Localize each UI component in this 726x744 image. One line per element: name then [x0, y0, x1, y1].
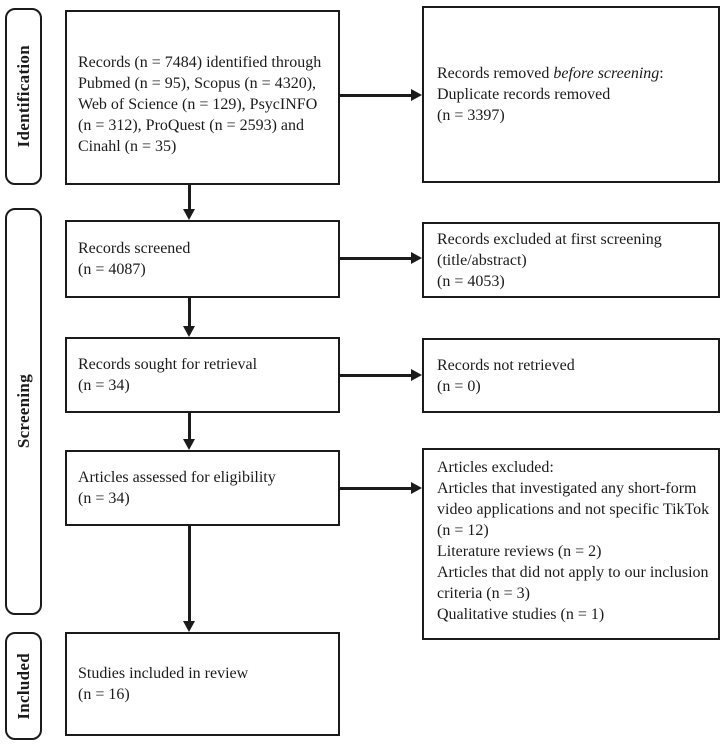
box-records-excluded-first-screening: Records excluded at first screening (tit… [422, 222, 720, 298]
articles-excluded-reason: Articles that did not apply to our inclu… [437, 564, 709, 602]
connector-sought-to-assessed-line [188, 413, 191, 440]
studies-included-count: (n = 16) [78, 686, 130, 703]
connector-screened-to-sought-line [188, 298, 191, 327]
articles-assessed-line1: Articles assessed for eligibility [78, 469, 276, 486]
studies-included-line1: Studies included in review [78, 665, 249, 682]
box-records-not-retrieved: Records not retrieved (n = 0) [422, 338, 720, 413]
records-excluded-line2: (title/abstract) [437, 251, 527, 269]
articles-excluded-reason: Literature reviews (n = 2) [437, 543, 602, 560]
connector-screened-to-sought-arrowhead-icon [183, 326, 195, 337]
records-not-retrieved-line1: Records not retrieved [437, 356, 575, 374]
connector-identified-to-screened-line [188, 185, 191, 210]
connector-sought-to-notretrieved-arrowhead-icon [411, 369, 422, 381]
stage-identification: Identification [5, 8, 42, 185]
articles-excluded-reason: Qualitative studies (n = 1) [437, 606, 605, 623]
articles-assessed-count: (n = 34) [78, 490, 130, 507]
connector-screened-to-excluded-line [340, 257, 412, 260]
box-records-removed-before-screening: Records removed before screening: Duplic… [422, 6, 720, 183]
box-records-screened: Records screened (n = 4087) [65, 220, 340, 298]
box-records-sought-retrieval: Records sought for retrieval (n = 34) [65, 337, 340, 413]
connector-identified-to-removed-line [340, 94, 412, 97]
records-screened-line1: Records screened [78, 240, 191, 257]
records-screened-count: (n = 4087) [78, 261, 146, 278]
records-removed-line1: Records removed before screening: [437, 63, 710, 84]
connector-sought-to-notretrieved-line [340, 374, 412, 377]
records-removed-line1-italic: before screening [553, 65, 660, 82]
records-excluded-count: (n = 4053) [437, 272, 505, 290]
records-removed-line2: Duplicate records removed [437, 86, 611, 103]
connector-assessed-to-included-line [188, 526, 191, 622]
records-sought-line1: Records sought for retrieval [78, 356, 258, 373]
connector-assessed-to-excludedarticles-line [340, 487, 412, 490]
records-not-retrieved-count: (n = 0) [437, 377, 481, 395]
records-removed-count: (n = 3397) [437, 107, 505, 124]
connector-screened-to-excluded-arrowhead-icon [411, 252, 422, 264]
records-removed-line1-suffix: : [659, 65, 664, 82]
box-articles-assessed-eligibility: Articles assessed for eligibility (n = 3… [65, 450, 340, 526]
records-sought-count: (n = 34) [78, 377, 130, 394]
records-removed-line1-prefix: Records removed [437, 65, 554, 82]
records-identified-text: Records (n = 7484) identified through Pu… [78, 54, 322, 155]
stage-identification-label: Identification [14, 45, 33, 148]
articles-excluded-title: Articles excluded: [437, 459, 554, 476]
connector-assessed-to-included-arrowhead-icon [183, 621, 195, 632]
connector-sought-to-assessed-arrowhead-icon [183, 439, 195, 450]
connector-assessed-to-excludedarticles-arrowhead-icon [411, 482, 422, 494]
connector-identified-to-removed-arrowhead-icon [411, 89, 422, 101]
box-articles-excluded: Articles excluded: Articles that investi… [422, 448, 720, 640]
stage-screening: Screening [5, 208, 42, 615]
stage-included: Included [5, 632, 42, 740]
box-studies-included: Studies included in review (n = 16) [65, 632, 340, 736]
connector-identified-to-screened-arrowhead-icon [183, 209, 195, 220]
records-excluded-line1: Records excluded at first screening [437, 230, 662, 248]
stage-included-label: Included [14, 652, 33, 720]
box-records-identified: Records (n = 7484) identified through Pu… [65, 10, 340, 185]
articles-excluded-reason: Articles that investigated any short-for… [437, 480, 710, 539]
stage-screening-label: Screening [14, 374, 33, 449]
